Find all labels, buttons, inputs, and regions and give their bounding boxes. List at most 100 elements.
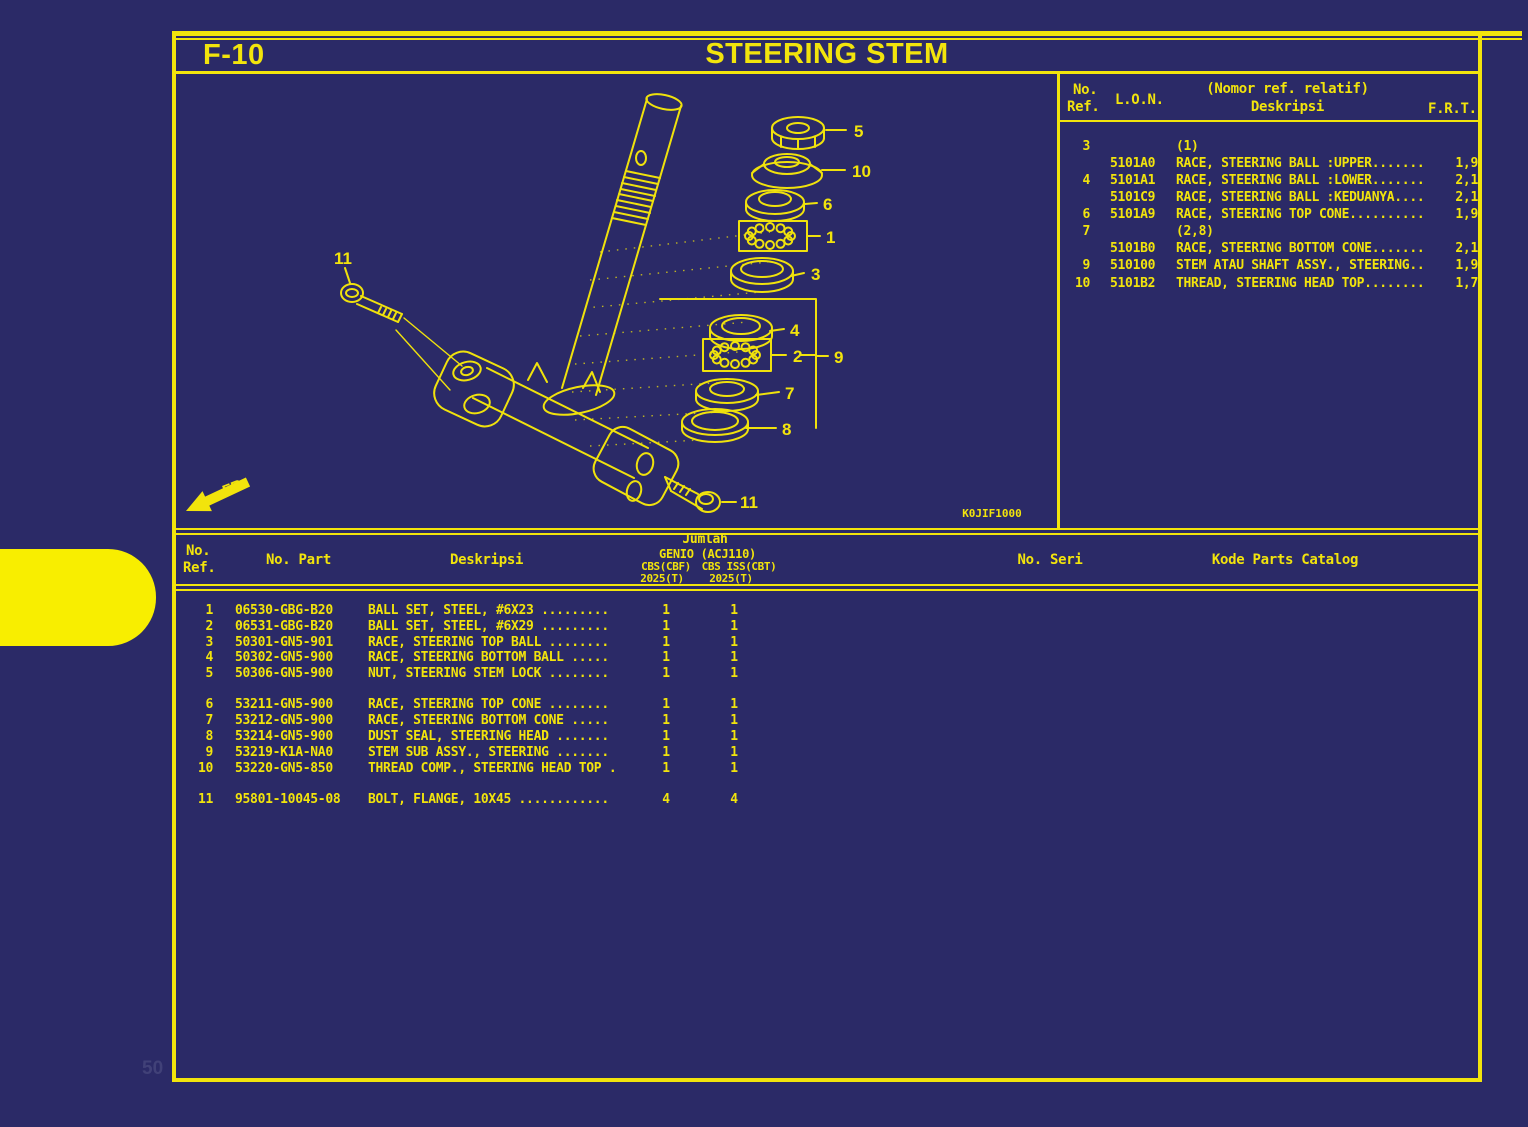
cell-qty1: 1 [662,635,670,650]
cell-qty1: 1 [662,697,670,712]
parts-header-bottom-line2 [172,589,1482,591]
part-3-top-ball-race [730,257,805,293]
parts-table-row: 1 06530-GBG-B20 BALL SET, STEEL, #6X23 ...… [0,603,1528,619]
parts-header-year2: 2025(T) [709,572,753,585]
parts-header-ref: Ref. [183,560,216,576]
cell-part: 06530-GBG-B20 [235,603,333,618]
cell-desc: RACE, STEERING BOTTOM CONE ..... [368,713,609,728]
cell-ref: 1 [205,603,213,618]
cell-ref: 6 [205,697,213,712]
part-label-8: 8 [782,420,791,439]
cell-ref: 5 [205,666,213,681]
cell-desc: RACE, STEERING TOP CONE.......... [1176,207,1425,222]
part-6-top-cone-race [745,189,818,222]
cell-part: 95801-10045-08 [235,792,341,807]
cell-ref: 3 [205,635,213,650]
cell-qty2: 1 [730,697,738,712]
cell-qty2: 1 [730,761,738,776]
cell-part: 53212-GN5-900 [235,713,333,728]
flange-bolt-top [340,267,463,391]
part-label-7: 7 [785,384,794,403]
parts-header-no: No. [186,543,211,559]
parts-header-seri: No. Seri [1017,552,1083,568]
cell-ref: 3 [1082,139,1090,154]
cell-qty1: 1 [662,666,670,681]
ref-header-no: No. [1073,82,1098,98]
ref-table-row: 7(2,8) [0,224,1528,240]
cell-ref: 10 [1074,276,1090,291]
cell-frt: 1,7 [1455,276,1478,291]
parts-header-model: GENIO (ACJ110) [659,547,756,561]
ref-table-row: 10 5101B2 THREAD, STEERING HEAD TOP.......… [0,276,1528,292]
cell-desc: RACE, STEERING TOP BALL ........ [368,635,609,650]
cell-ref: 8 [205,729,213,744]
flange-bolt-bottom [664,476,737,513]
fr-arrow-icon [186,477,251,512]
part-label-3: 3 [811,265,820,284]
cell-desc: RACE, STEERING TOP CONE ........ [368,697,609,712]
page-title: STEERING STEM [705,38,949,70]
cell-qty1: 1 [662,650,670,665]
part-1-ball-set-upper [738,220,821,252]
bottom-bridge [433,350,680,507]
cell-lon: 5101A1 [1110,173,1156,188]
cell-qty1: 1 [662,729,670,744]
cell-lon: 5101C9 [1110,190,1156,205]
cell-qty1: 4 [662,792,670,807]
cell-qty2: 1 [730,729,738,744]
parts-header-part: No. Part [266,552,332,568]
part-label-5: 5 [854,122,863,141]
cell-lon: 5101A0 [1110,156,1156,171]
cell-qty1: 1 [662,745,670,760]
part-10-thread-head-top [751,153,846,189]
cell-lon: 5101B2 [1110,276,1156,291]
cell-lon: 5101B0 [1110,241,1156,256]
diagram-code: K0JIF1000 [962,507,1022,520]
part-5-nut [771,116,847,150]
cell-ref: 11 [197,792,213,807]
parts-header-top-line2 [172,533,1482,535]
cell-qty1: 1 [662,603,670,618]
cell-frt: 1,9 [1455,156,1478,171]
page-watermark: 50 [142,1058,164,1079]
stem-shaft [561,93,683,396]
cell-qty1: 1 [662,713,670,728]
part-label-9: 9 [834,348,843,367]
part-7-bottom-cone-race [695,378,780,412]
frame-bottom-border [172,1078,1482,1082]
cell-desc: STEM SUB ASSY., STEERING ....... [368,745,609,760]
part-8-dust-seal [681,408,777,443]
cell-lon: 5101A9 [1110,207,1156,222]
parts-header-jumlah: Jumlah [682,532,728,547]
ref-header-frt: F.R.T. [1428,101,1477,117]
cell-ref: 2 [205,619,213,634]
parts-header-desc: Deskripsi [450,552,524,568]
parts-header-kode: Kode Parts Catalog [1211,552,1359,568]
cell-frt: 1,9 [1455,207,1478,222]
cell-frt: 2,1 [1455,173,1478,188]
ref-header-ref: Ref. [1067,99,1100,115]
cell-part: 50302-GN5-900 [235,650,333,665]
cell-frt: 2,1 [1455,190,1478,205]
frame-left-border [172,31,176,1082]
cell-desc: RACE, STEERING BALL :UPPER....... [1176,156,1425,171]
cell-desc: BALL SET, STEEL, #6X23 ......... [368,603,609,618]
cell-qty2: 1 [730,745,738,760]
ref-header-lon: L.O.N. [1115,92,1164,108]
cell-desc: THREAD, STEERING HEAD TOP........ [1176,276,1425,291]
cell-desc: BALL SET, STEEL, #6X29 ......... [368,619,609,634]
cell-ref: 10 [197,761,213,776]
cell-qty2: 1 [730,603,738,618]
cell-ref: 9 [205,745,213,760]
cell-desc: DUST SEAL, STEERING HEAD ....... [368,729,609,744]
cell-part: 50306-GN5-900 [235,666,333,681]
